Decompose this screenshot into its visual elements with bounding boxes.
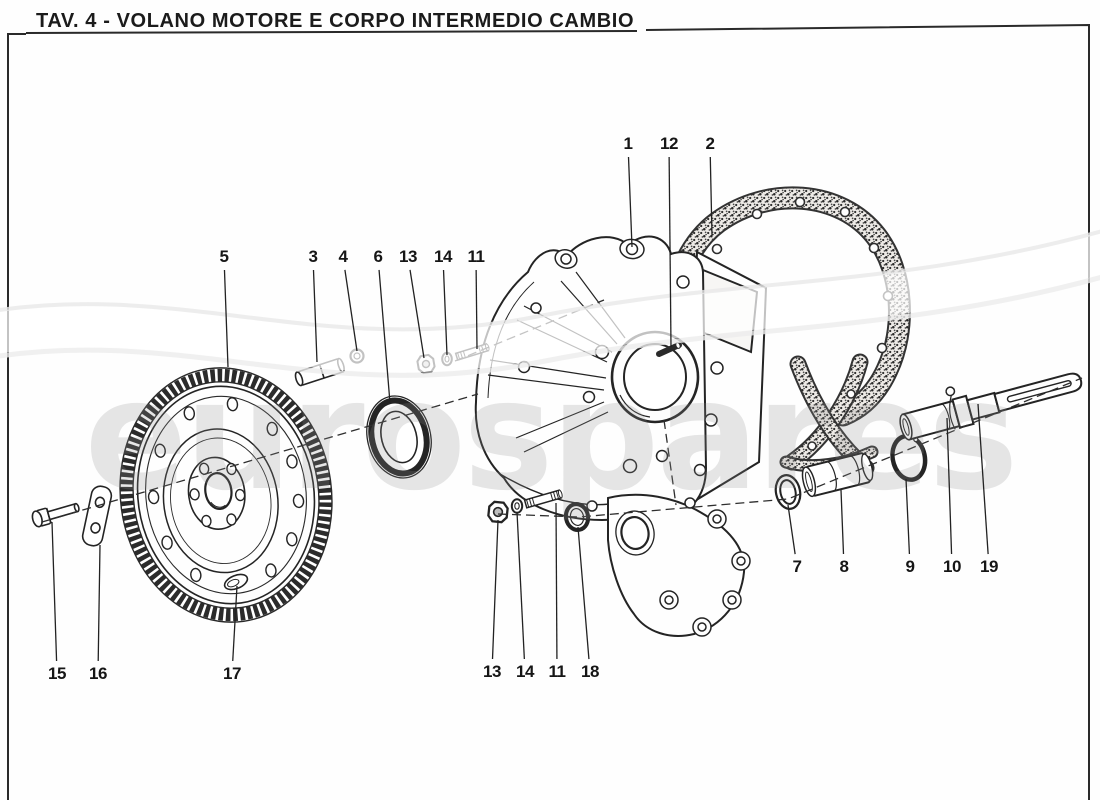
stud-bottom-drawing <box>523 489 563 509</box>
dowel-pin-drawing <box>294 357 345 387</box>
nut-bottom-drawing <box>487 500 509 524</box>
washer-top-drawing <box>441 351 453 367</box>
flywheel-dowel-drawing <box>223 573 249 591</box>
shaft-19-drawing <box>899 372 1083 441</box>
flywheel-bolt-drawing <box>31 502 80 528</box>
small-ring-drawing <box>349 348 365 364</box>
housing-drawing <box>474 235 768 637</box>
sleeve-8-drawing <box>801 452 874 498</box>
o-ring-7-drawing <box>774 474 802 510</box>
nut-top-drawing <box>416 353 436 375</box>
lock-plate-drawing <box>81 485 113 547</box>
flywheel-drawing <box>119 367 333 623</box>
sheet-title: TAV. 4 - VOLANO MOTORE E CORPO INTERMEDI… <box>36 10 635 32</box>
page-frame <box>7 23 1090 800</box>
oil-seal-drawing <box>366 395 432 479</box>
washer-bottom-drawing <box>510 498 524 514</box>
